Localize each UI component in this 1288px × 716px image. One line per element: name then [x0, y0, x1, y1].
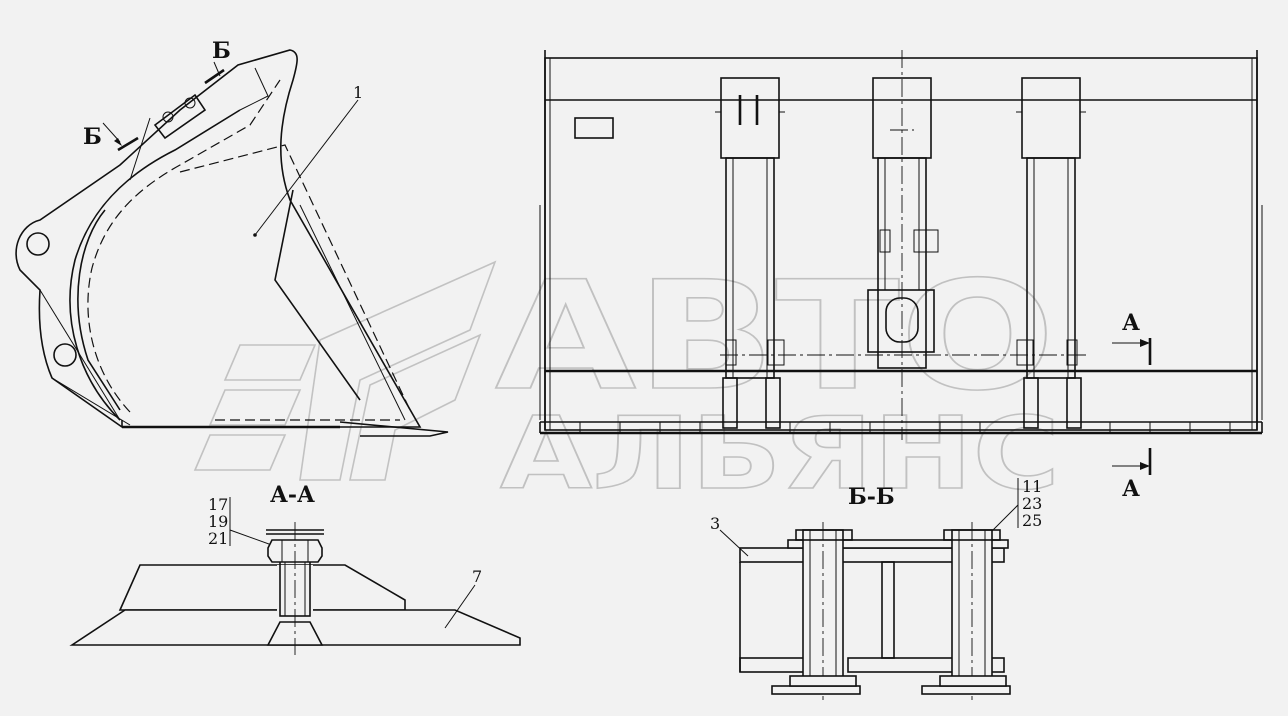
section-a-a: А-А 17 19 21 7: [69, 482, 521, 655]
callout-part-7: 7: [472, 567, 482, 586]
callout-part-1: 1: [353, 83, 363, 102]
bucket-side-view: 1 Б Б: [15, 38, 449, 437]
callout-bb-2: 25: [1022, 511, 1042, 530]
cut-b-left: Б: [83, 124, 102, 150]
section-b-b: Б-Б 11 23 25: [710, 477, 1042, 700]
callout-aa-1: 19: [208, 512, 228, 531]
pivot-hole-lower: [53, 343, 77, 367]
callout-bb-1: 23: [1022, 494, 1042, 513]
leader-part-1: [254, 99, 359, 236]
upper-plate-section: [118, 564, 406, 611]
watermark-line1: АВТО: [495, 250, 1055, 424]
watermark-logo: [193, 260, 497, 481]
cut-a-bottom: А: [1122, 476, 1140, 502]
bucket-front-view: А А: [539, 50, 1263, 502]
cut-b-top: Б: [212, 38, 231, 64]
callout-part-3: 3: [710, 514, 720, 533]
cut-a-top: А: [1122, 310, 1140, 336]
callout-bb-0: 11: [1022, 477, 1042, 496]
bracket-center: [867, 50, 939, 440]
callout-aa-0: 17: [208, 495, 228, 514]
section-a-a-title: А-А: [270, 482, 315, 508]
pivot-hole-upper: [26, 232, 50, 256]
watermark: АВТО АЛЬЯНС: [193, 249, 1061, 513]
section-b-b-title: Б-Б: [848, 484, 895, 510]
nameplate: [574, 117, 614, 139]
bracket-left: [715, 77, 785, 429]
bracket-right: [1016, 77, 1086, 429]
callout-aa-2: 21: [208, 529, 228, 548]
